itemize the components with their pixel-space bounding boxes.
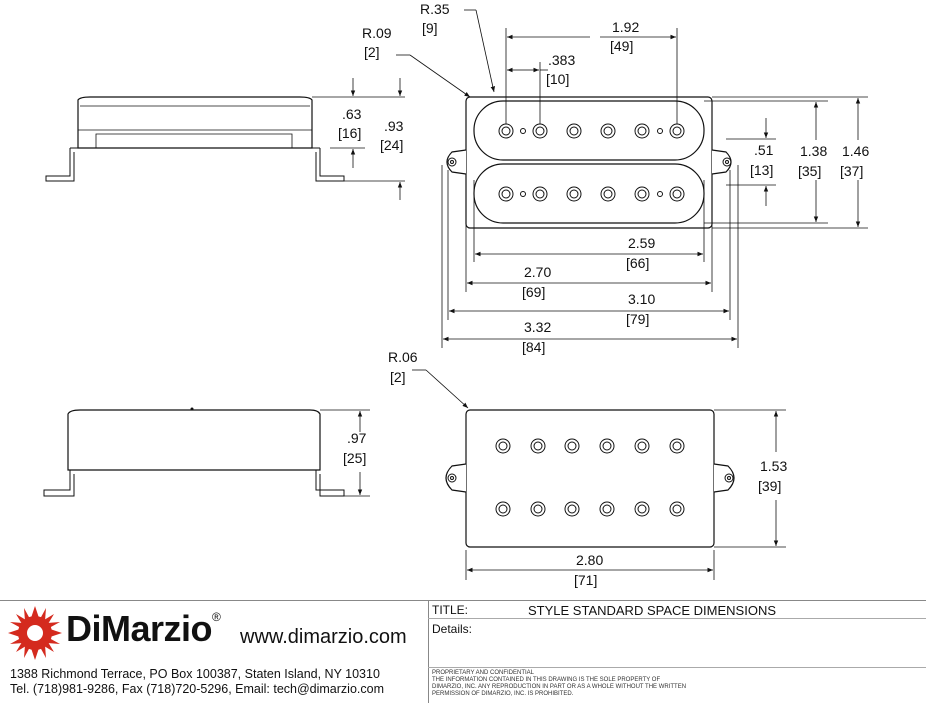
dim-310-mm: [79] [626, 311, 649, 327]
title-value: STYLE STANDARD SPACE DIMENSIONS [528, 603, 777, 618]
dim-332: 3.32 [524, 319, 551, 335]
address-line-1: 1388 Richmond Terrace, PO Box 100387, St… [10, 667, 380, 681]
dim-383-mm: [10] [546, 71, 569, 87]
dim-138: 1.38 [800, 143, 827, 159]
top-view-covered [412, 369, 786, 580]
cover-pole-pieces-bottom [495, 501, 685, 517]
title-row-divider [428, 618, 926, 619]
proprietary-notice: PROPRIETARY AND CONFIDENTIAL THE INFORMA… [432, 670, 692, 698]
dim-063: .63 [342, 106, 362, 122]
top-view-open [396, 9, 868, 348]
dim-r09: R.09 [362, 25, 392, 41]
side-view-top [45, 78, 405, 200]
dim-r06-mm: [2] [390, 369, 406, 385]
title-block-divider [428, 600, 429, 703]
proprietary-heading: PROPRIETARY AND CONFIDENTIAL [432, 670, 535, 676]
dim-063-mm: [16] [338, 125, 361, 141]
details-row-divider [428, 667, 926, 668]
dim-093-mm: [24] [380, 137, 403, 153]
website-link[interactable]: www.dimarzio.com [240, 626, 407, 648]
dim-259: 2.59 [628, 235, 655, 251]
dim-153-mm: [39] [758, 478, 781, 494]
dim-r35-mm: [9] [422, 20, 438, 36]
title-label: TITLE: [432, 603, 469, 617]
dim-153: 1.53 [760, 458, 787, 474]
dim-192-mm: [49] [610, 38, 633, 54]
dimension-drawing: .63 [16] .93 [24] [43, 1, 869, 588]
dim-051-mm: [13] [750, 162, 773, 178]
pole-pieces-bottom-coil [498, 186, 685, 202]
dim-332-mm: [84] [522, 339, 545, 355]
dim-259-mm: [66] [626, 255, 649, 271]
dimarzio-logo-icon [8, 606, 62, 660]
title-block [0, 600, 926, 704]
dim-280: 2.80 [576, 552, 603, 568]
brand-name: DiMarzio® [66, 608, 221, 649]
details-label: Details: [432, 622, 473, 636]
cover-pole-pieces-top [495, 438, 685, 454]
company-address: 1388 Richmond Terrace, PO Box 100387, St… [10, 667, 384, 697]
dim-138-mm: [35] [798, 163, 821, 179]
dim-r35: R.35 [420, 1, 450, 17]
dim-097-mm: [25] [343, 450, 366, 466]
dim-270: 2.70 [524, 264, 551, 280]
dim-097: .97 [347, 430, 367, 446]
dim-270-mm: [69] [522, 284, 545, 300]
dim-r09-mm: [2] [364, 44, 380, 60]
address-line-2: Tel. (718)981-9286, Fax (718)720-5296, E… [10, 682, 384, 696]
dim-146-mm: [37] [840, 163, 863, 179]
dim-051: .51 [754, 142, 774, 158]
dim-093: .93 [384, 118, 404, 134]
dim-r06: R.06 [388, 349, 418, 365]
dim-310: 3.10 [628, 291, 655, 307]
dim-146: 1.46 [842, 143, 869, 159]
dim-192: 1.92 [612, 19, 639, 35]
proprietary-text: THE INFORMATION CONTAINED IN THIS DRAWIN… [432, 677, 687, 697]
dim-383: .383 [548, 52, 575, 68]
dim-280-mm: [71] [574, 572, 597, 588]
side-view-covered [43, 407, 370, 497]
